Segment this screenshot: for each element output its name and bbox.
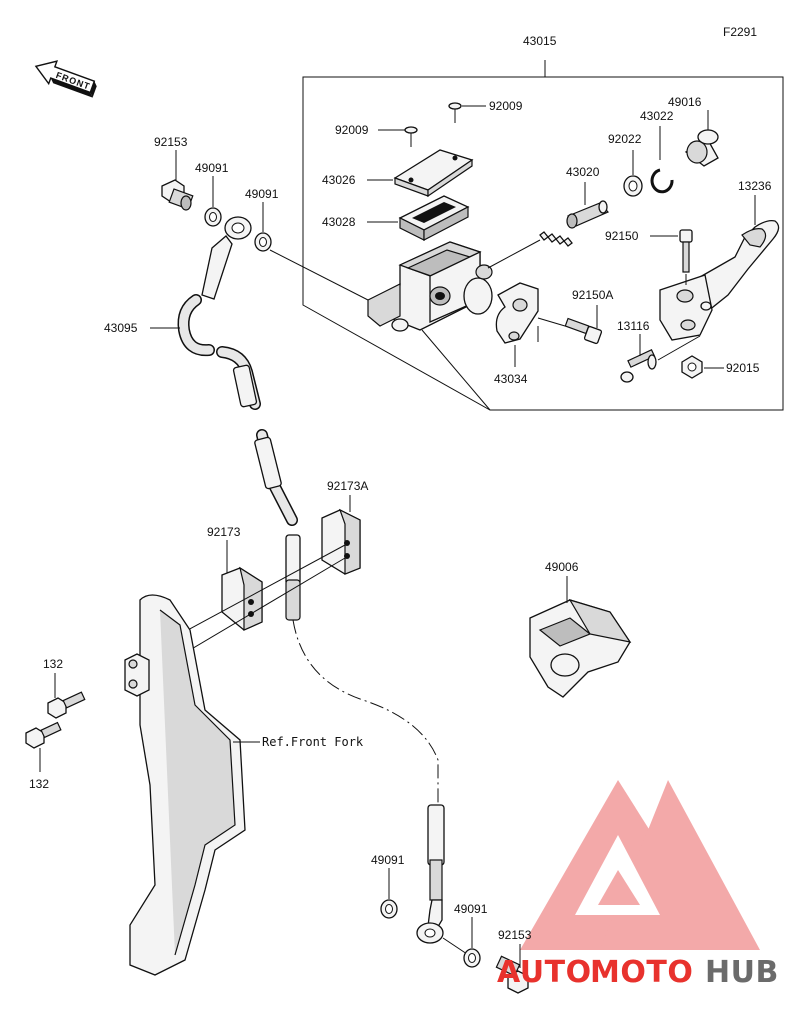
- figure-id: F2291: [723, 25, 757, 39]
- clamp-bolt-92150A: 92150A: [564, 288, 613, 345]
- hose-route-line: [292, 619, 439, 805]
- label-92150A: 92150A: [572, 288, 613, 302]
- banjo-bolt-92153-upper: 92153: [154, 135, 194, 211]
- ref-front-fork: Ref.Front Fork: [262, 735, 364, 749]
- label-43015: 43015: [523, 34, 557, 48]
- circlip-43022: 43022: [640, 109, 674, 194]
- hose-clamp-92173: 92173: [207, 525, 263, 631]
- label-13116: 13116: [617, 319, 650, 333]
- handlebar-clamp-43034: 43034: [494, 282, 566, 386]
- adjuster-13116: 13116: [617, 319, 701, 383]
- washer-49091-b: 49091: [245, 187, 279, 252]
- label-92173A: 92173A: [327, 479, 368, 493]
- label-43022: 43022: [640, 109, 674, 123]
- label-49091-c: 49091: [371, 853, 405, 867]
- watermark-part2: MOTO: [590, 955, 693, 990]
- front-arrow-icon: FRONT: [34, 60, 97, 98]
- label-43034: 43034: [494, 372, 528, 386]
- label-92153-lower: 92153: [498, 928, 532, 942]
- label-43095: 43095: [104, 321, 138, 335]
- watermark-text: AUTO MOTO HUB: [497, 955, 779, 990]
- label-43026: 43026: [322, 173, 356, 187]
- brake-hose-43095: 43095: [104, 216, 301, 621]
- diaphragm-43028: 43028: [322, 195, 470, 241]
- washer-49091-c: 49091: [371, 853, 405, 919]
- screw-92009-b: 92009: [335, 123, 418, 147]
- washer-49091-d: 49091: [454, 902, 488, 968]
- front-fork-guard: Ref.Front Fork: [124, 594, 364, 976]
- bolt-132-lower: 132: [25, 721, 62, 791]
- master-cylinder-body: [269, 241, 493, 411]
- label-92015: 92015: [726, 361, 760, 375]
- nut-92015: 92015: [681, 355, 760, 379]
- label-92173: 92173: [207, 525, 241, 539]
- label-49091-b: 49091: [245, 187, 279, 201]
- pivot-bolt-92150: 92150: [605, 229, 693, 285]
- watermark-part3: HUB: [705, 955, 779, 990]
- reservoir-cap-43026: 43026: [322, 149, 474, 198]
- label-49016: 49016: [668, 95, 702, 109]
- label-92009-b: 92009: [335, 123, 369, 137]
- label-92022: 92022: [608, 132, 642, 146]
- label-92009-a: 92009: [489, 99, 523, 113]
- label-49091-a: 49091: [195, 161, 229, 175]
- screw-92009-a: 92009: [448, 99, 523, 123]
- label-132-lower: 132: [29, 777, 49, 791]
- bolt-132-upper: 132: [43, 657, 86, 719]
- label-92153-upper: 92153: [154, 135, 188, 149]
- label-49091-d: 49091: [454, 902, 488, 916]
- label-49006: 49006: [545, 560, 579, 574]
- brake-lever-13236: 13236: [659, 179, 780, 341]
- label-132-upper: 132: [43, 657, 63, 671]
- label-13236: 13236: [738, 179, 772, 193]
- label-43028: 43028: [322, 215, 356, 229]
- hose-clamp-92173A: 92173A: [321, 479, 368, 575]
- label-92150: 92150: [605, 229, 639, 243]
- lower-hose-end: [416, 804, 471, 957]
- hose-protector-49006: 49006: [529, 560, 632, 698]
- label-43020: 43020: [566, 165, 600, 179]
- piston-assembly-43020: 43020: [487, 165, 609, 269]
- watermark-logo: [520, 780, 760, 950]
- washer-49091-a: 49091: [195, 161, 229, 227]
- washer-92022: 92022: [608, 132, 643, 197]
- watermark-part1: AUTO: [497, 955, 592, 990]
- boot-49016: 49016: [668, 95, 719, 167]
- banjo-bolt-92153-lower: 92153: [495, 928, 532, 994]
